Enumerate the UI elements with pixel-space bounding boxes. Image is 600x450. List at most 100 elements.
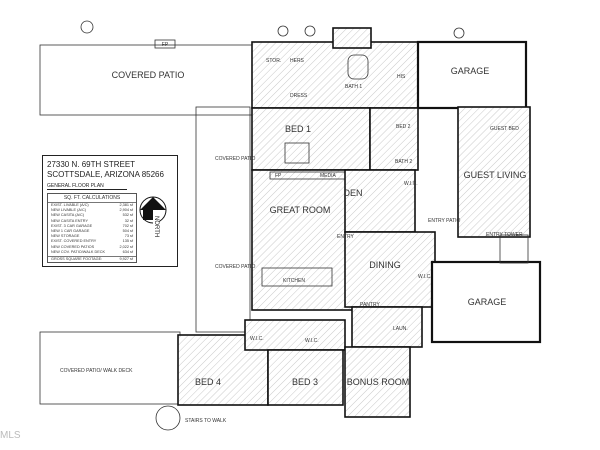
label-bed3: BED 3 — [292, 377, 318, 387]
sqft-calculations: SQ. FT. CALCULATIONS EXIST. LIVABLE (A/C… — [47, 193, 137, 263]
calc-value: 2,022 sf — [119, 244, 133, 249]
calc-row: EXIST. 3 CAR GARAGE 702 sf — [48, 224, 136, 229]
label-fp-top: FP — [162, 42, 169, 48]
calc-label: NEW CASITA ENTRY — [51, 218, 88, 223]
label-bath1: BATH 1 — [345, 84, 362, 90]
label-garage: GARAGE — [451, 66, 490, 76]
covered-patio-left — [195, 106, 251, 333]
bonus-room — [344, 346, 411, 418]
label-guest-bed: GUEST BED — [490, 126, 519, 132]
great-room — [251, 169, 358, 311]
total-label: GROSS SQUARE FOOTAGE: — [51, 257, 103, 262]
label-laun: LAUN. — [393, 326, 408, 332]
label-bath2: BATH 2 — [395, 159, 412, 165]
calc-row: EXIST. LIVABLE (A/C) 2,381 sf — [48, 203, 136, 208]
label-wic-dining: W.I.C. — [418, 274, 432, 280]
label-covered-patio-left2: COVERED PATIO — [215, 264, 255, 270]
label-garage-bottom: GARAGE — [468, 297, 507, 307]
bed1-room — [251, 107, 371, 171]
label-entry-tower: ENTRY TOWER — [486, 232, 523, 238]
calc-row: EXIST. COVERED ENTRY 135 sf — [48, 239, 136, 244]
den — [344, 169, 416, 233]
master-suite — [251, 41, 421, 109]
label-bed4: BED 4 — [195, 377, 221, 387]
calc-row: NEW LIVABLE (A/C) 2,904 sf — [48, 208, 136, 213]
label-wic-bed4: W.I.C. — [250, 336, 264, 342]
label-kitchen: KITCHEN — [283, 278, 305, 284]
label-his: HIS — [397, 74, 406, 80]
label-great-room: GREAT ROOM — [270, 205, 331, 215]
calc-row: NEW CASITA (A/C) 532 sf — [48, 213, 136, 218]
bed3-room — [267, 349, 344, 406]
calc-value: 2,381 sf — [119, 203, 133, 207]
calc-label: NEW COVERED PATIOS — [51, 244, 95, 249]
calc-row: NEW COVERED PATIOS 2,022 sf — [48, 245, 136, 250]
calc-label: EXIST. 3 CAR GARAGE — [51, 223, 93, 228]
label-media: MEDIA — [320, 173, 337, 179]
label-bed2: BED 2 — [396, 124, 411, 130]
ac-unit-icon — [453, 27, 465, 39]
calc-label: NEW LIVABLE (A/C) — [51, 208, 86, 213]
plan-title: GENERAL FLOOR PLAN — [47, 183, 127, 190]
total-value: 9,927 sf — [119, 257, 133, 262]
calc-label: NEW STORAGE — [51, 234, 80, 239]
guest-casita — [457, 106, 531, 238]
entry-tower — [499, 234, 529, 264]
dining — [344, 231, 436, 308]
label-hers: HERS — [290, 58, 305, 64]
ac-unit-icon — [80, 20, 94, 34]
calc-label: NEW CASITA (A/C) — [51, 213, 85, 218]
calc-value: 702 sf — [122, 223, 133, 228]
calc-label: NEW COV. PATIO/WALK DECK — [51, 249, 106, 254]
label-wic-bed3: W.I.C. — [305, 338, 319, 344]
garage-bottom — [430, 260, 542, 344]
label-entry: ENTRY — [337, 234, 355, 240]
label-covered-patio-deck: COVERED PATIO/ WALK DECK — [60, 368, 133, 374]
north-label: NORTH — [153, 216, 159, 238]
address-line-1: 27330 N. 69TH STREET — [47, 160, 136, 169]
wic-hall — [244, 319, 346, 351]
label-stairs: STAIRS TO WALK — [185, 418, 227, 424]
label-entry-patio: ENTRY PATIO — [428, 218, 461, 224]
label-stor: STOR. — [266, 58, 281, 64]
calc-title: SQ. FT. CALCULATIONS — [48, 194, 136, 203]
watermark: MLS — [0, 430, 21, 441]
label-pantry: PANTRY — [360, 302, 380, 308]
label-covered-patio-left1: COVERED PATIO — [215, 156, 255, 162]
spiral-stair — [155, 405, 181, 431]
label-bonus-room: BONUS ROOM — [347, 377, 410, 387]
calc-total: GROSS SQUARE FOOTAGE: 9,927 sf — [48, 256, 136, 262]
fireplace-top — [154, 39, 176, 49]
calc-label: EXIST. LIVABLE (A/C) — [51, 203, 89, 207]
calc-value: 32 sf — [124, 218, 133, 223]
address: 27330 N. 69TH STREET SCOTTSDALE, ARIZONA… — [47, 160, 164, 180]
label-dining: DINING — [369, 260, 401, 270]
label-guest-living: GUEST LIVING — [464, 170, 527, 180]
calc-row: NEW STORAGE 73 sf — [48, 234, 136, 239]
label-dress: DRESS — [290, 93, 308, 99]
calc-label: EXIST. COVERED ENTRY — [51, 239, 97, 244]
bath1-tower — [332, 27, 372, 49]
label-covered-patio: COVERED PATIO — [112, 70, 185, 80]
label-den: DEN — [343, 188, 362, 198]
calc-value: 135 sf — [122, 239, 133, 244]
label-fp: FP — [275, 173, 282, 179]
address-line-2: SCOTTSDALE, ARIZONA 85266 — [47, 170, 164, 179]
calc-value: 2,904 sf — [119, 208, 133, 213]
bathtub — [347, 54, 369, 80]
calc-row: NEW CASITA ENTRY 32 sf — [48, 219, 136, 224]
bed-icon — [284, 142, 310, 164]
calc-value: 532 sf — [122, 213, 133, 218]
label-bed1: BED 1 — [285, 124, 311, 134]
kitchen-island — [261, 267, 333, 287]
label-wic: W.I.C. — [404, 181, 418, 187]
ac-unit-icon — [304, 25, 316, 37]
covered-patio-top — [39, 44, 253, 116]
calc-label: NEW 1 CAR GARAGE — [51, 229, 90, 234]
calc-value: 73 sf — [124, 234, 133, 239]
ac-unit-icon — [277, 25, 289, 37]
